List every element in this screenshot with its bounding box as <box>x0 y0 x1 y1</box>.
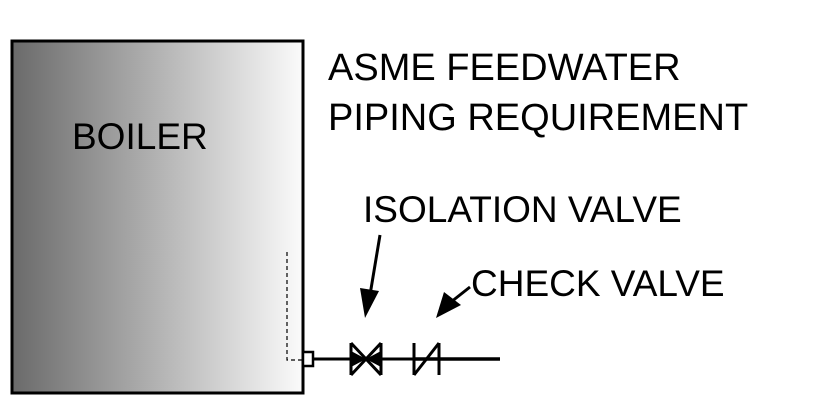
internal-feed-line <box>286 252 303 361</box>
isolation-valve-label: ISOLATION VALVE <box>363 189 682 230</box>
feedwater-piping <box>301 350 500 368</box>
boiler-label: BOILER <box>72 116 208 157</box>
title-line-2: PIPING REQUIREMENT <box>328 97 748 139</box>
isolation-valve-symbol <box>349 341 383 377</box>
title-line-1: ASME FEEDWATER <box>328 47 681 89</box>
boiler: BOILER <box>10 39 305 395</box>
check-valve-symbol <box>412 342 441 376</box>
isolation-valve-arrow <box>360 234 382 318</box>
boiler-nozzle <box>301 350 315 368</box>
diagram-title: ASME FEEDWATER PIPING REQUIREMENT <box>328 47 748 139</box>
boiler-tank <box>10 39 305 395</box>
check-valve-arrow <box>436 285 471 318</box>
check-valve-label: CHECK VALVE <box>471 263 725 304</box>
